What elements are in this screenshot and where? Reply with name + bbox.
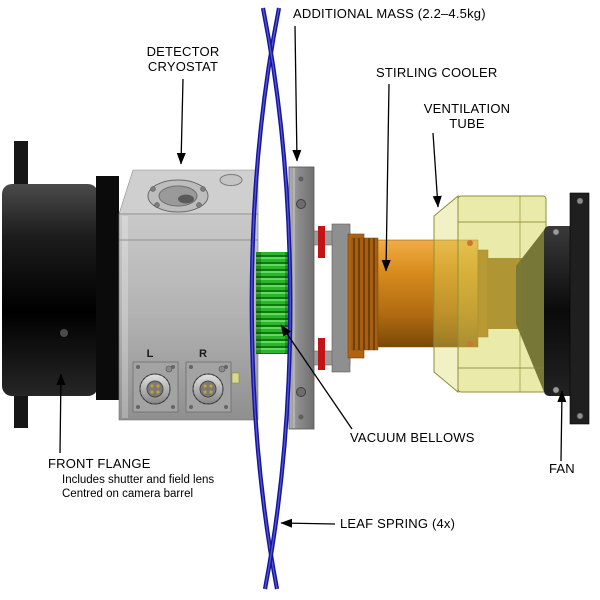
red-accent-bottom (318, 338, 325, 370)
label-fan: FAN (549, 461, 575, 476)
label-front-flange: FRONT FLANGE (48, 456, 151, 471)
label-front-flange-note2: Centred on camera barrel (62, 488, 193, 500)
aux-connector (231, 372, 240, 384)
front-flange-assembly (2, 141, 119, 428)
port-left-label: L (147, 348, 154, 360)
label-ventilation-tube-line1: VENTILATION (424, 101, 510, 116)
detector-cryostat-body: L R (118, 169, 259, 421)
fan-assembly (544, 192, 590, 425)
label-leaf-spring: LEAF SPRING (4x) (340, 516, 455, 531)
label-front-flange-note1: Includes shutter and field lens (62, 474, 214, 486)
additional-mass-plate (288, 166, 315, 430)
vacuum-bellows-part (256, 252, 290, 354)
label-stirling-cooler: STIRLING COOLER (376, 65, 497, 80)
label-detector-cryostat-line1: DETECTOR (147, 44, 220, 59)
label-ventilation-tube-line2: TUBE (449, 116, 485, 131)
connector-panel-left (132, 361, 179, 413)
arrow-additional-mass (292, 25, 302, 162)
connector-panel-right (185, 361, 232, 413)
callout-arrows (56, 25, 567, 528)
label-detector-cryostat-line2: CRYOSTAT (148, 59, 218, 74)
leaf-spring-curves (249, 7, 293, 590)
label-vacuum-bellows: VACUUM BELLOWS (350, 430, 475, 445)
arrow-stirling-cooler (381, 83, 391, 272)
arrow-detector-cryostat (176, 78, 186, 165)
cooler-mount-bracket (313, 223, 351, 373)
red-accent-top (318, 226, 325, 258)
ventilation-tube-part (433, 194, 547, 394)
arrow-vacuum-bellows (280, 324, 353, 430)
arrow-ventilation-tube (432, 132, 442, 208)
arrow-front-flange (56, 373, 66, 454)
label-additional-mass: ADDITIONAL MASS (2.2–4.5kg) (293, 6, 486, 21)
port-right-label: R (199, 348, 207, 360)
arrow-fan (557, 390, 567, 462)
arrow-leaf-spring (280, 518, 336, 528)
